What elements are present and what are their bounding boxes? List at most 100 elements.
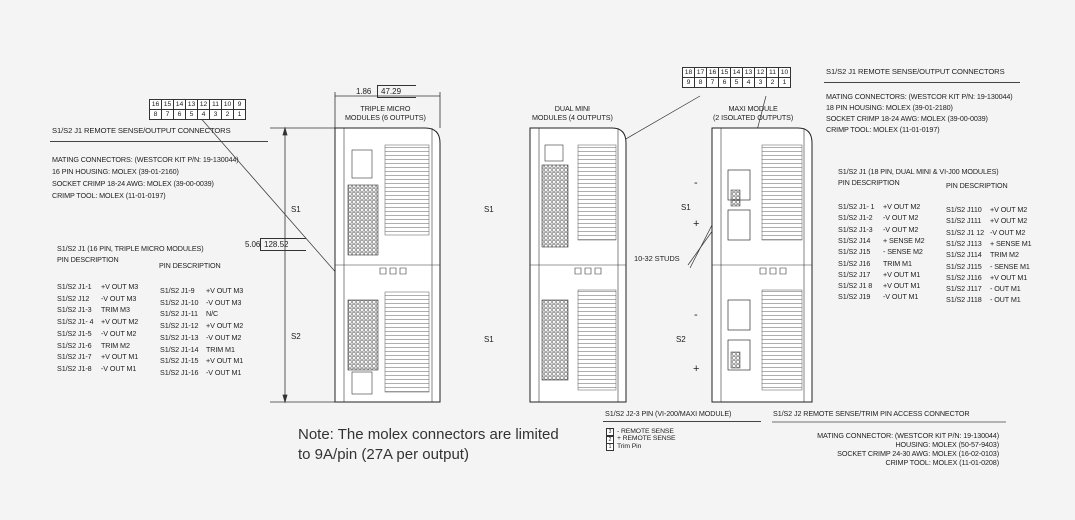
right-block-line-1: MATING CONNECTORS: (WESTCOR KIT P/N: 19-… <box>826 92 1013 101</box>
pin-id: S1/S2 J17 <box>838 269 871 279</box>
pin-row: S1/S2 J1-14 TRIM M1 <box>160 344 235 354</box>
s1-label-dual: S1 <box>484 205 494 214</box>
pin-id: S1/S2 J1-6 <box>57 340 92 350</box>
pin-row: S1/S2 J1-9+V OUT M3 <box>160 287 243 294</box>
pin-row: S1/S2 J17+V OUT M1 <box>838 269 920 279</box>
studs-label: 10-32 STUDS <box>634 254 680 263</box>
pin-row: S1/S2 J14 + SENSE M2 <box>838 235 925 245</box>
right-block-title: S1/S2 J1 REMOTE SENSE/OUTPUT CONNECTORS <box>826 67 1005 76</box>
pin-description: +V OUT M2 <box>101 317 139 327</box>
pin-id: S1/S2 J1-12 <box>160 321 199 331</box>
pin-row: S1/S2 J110+V OUT M2 <box>946 206 1027 213</box>
pin-id: S1/S2 J114 <box>946 250 982 260</box>
pin-description: -V OUT M1 <box>883 292 919 302</box>
leader-lines <box>183 95 767 301</box>
plus-label-top: + <box>693 218 700 230</box>
pin-id: S1/S2 J1- 1 <box>838 202 875 211</box>
pin-id: S1/S2 J1-14 <box>160 344 199 354</box>
right-block-title-underline <box>824 82 1020 83</box>
pin-row: S1/S2 J115- SENSE M1 <box>946 261 1030 271</box>
pin-description: TRIM M2 <box>990 250 1019 260</box>
pin-row: S1/S2 J1-7+V OUT M1 <box>57 353 138 360</box>
pin-id: S1/S2 J1- 4 <box>57 317 94 327</box>
left-col-head-1: PIN DESCRIPTION <box>57 255 119 264</box>
pin-row: S1/S2 J118- OUT M1 <box>946 295 1021 305</box>
pin-id: S1/S2 J1 8 <box>838 281 873 291</box>
j2-access-line-1: MATING CONNECTOR: (WESTCOR KIT P/N: 19-1… <box>817 431 999 440</box>
pin-description: TRIM M3 <box>101 305 130 315</box>
maxi-module-label: MAXI MODULE (2 ISOLATED OUTPUTS) <box>713 104 794 123</box>
pin-id: S1/S2 J1-8 <box>57 363 92 373</box>
pin-row: S1/S2 J1-13-V OUT M2 <box>160 332 241 342</box>
width-inches: 1.86 <box>356 87 372 96</box>
left-block-title: S1/S2 J1 REMOTE SENSE/OUTPUT CONNECTORS <box>52 126 231 135</box>
j2-pin-label: - REMOTE SENSE <box>617 427 674 435</box>
pin-description: +V OUT M1 <box>101 352 139 362</box>
triple-micro-module-drawing <box>334 127 441 403</box>
pin-row: S1/S2 J1-3-V OUT M2 <box>838 224 918 234</box>
pin-id: S1/S2 J1-3 <box>57 305 92 315</box>
pin-description: +V OUT M1 <box>990 272 1028 282</box>
j2-title: S1/S2 J2-3 PIN (VI-200/MAXI MODULE) <box>605 409 732 418</box>
pin-description: TRIM M1 <box>206 344 235 354</box>
pin-row: S1/S2 J113+ SENSE M1 <box>946 240 1032 247</box>
pin-id: S1/S2 J1-15 <box>160 356 199 366</box>
pin-id: S1/S2 J1-13 <box>160 332 199 342</box>
pin-row: S1/S2 J1- 4 +V OUT M2 <box>57 317 138 327</box>
pin-id: S1/S2 J111 <box>946 216 982 226</box>
pin-row: S1/S2 J1-1+V OUT M3 <box>57 283 138 290</box>
right-block-line-2: 18 PIN HOUSING: MOLEX (39-01-2180) <box>826 103 953 112</box>
pin-description: -V OUT M2 <box>101 328 137 338</box>
pin-row: S1/S2 J116+V OUT M1 <box>946 274 1027 281</box>
j2-pin-label: Trim Pin <box>617 442 642 450</box>
j2-pin-number: 1 <box>606 443 614 451</box>
left-block-title-underline <box>50 141 268 142</box>
pin-description: N/C <box>206 309 219 319</box>
dual-mini-module-drawing <box>529 127 627 403</box>
pin-row: S1/S2 J117- OUT M1 <box>946 285 1021 292</box>
pin-row: S1/S2 J111+V OUT M2 <box>946 216 1027 226</box>
pin-row: S1/S2 J19 -V OUT M1 <box>838 292 918 302</box>
right-col-head-2: PIN DESCRIPTION <box>946 181 1008 190</box>
j2-title-underline <box>603 421 761 422</box>
pin-description: -V OUT M2 <box>990 227 1026 237</box>
pin-row: S1/S2 J1 12-V OUT M2 <box>946 228 1025 235</box>
pin-description: TRIM M2 <box>101 340 130 350</box>
pin-id: S1/S2 J1-2 <box>838 213 873 223</box>
j2-access-line-4: CRIMP TOOL: MOLEX (11-01-0208) <box>885 458 999 467</box>
right-block-line-3: SOCKET CRIMP 18-24 AWG: MOLEX (39-00-003… <box>826 114 988 123</box>
right-pin-title: S1/S2 J1 (18 PIN, DUAL MINI & VI-J00 MOD… <box>838 167 999 176</box>
width-mm: 47.29 <box>377 85 416 98</box>
left-col-head-2: PIN DESCRIPTION <box>159 261 221 270</box>
pin-row: S1/S2 J1-10-V OUT M3 <box>160 298 241 305</box>
pin-row: S1/S2 J1-5-V OUT M2 <box>57 330 136 337</box>
pin-id: S1/S2 J118 <box>946 295 982 305</box>
pin-row: S1/S2 J1-2 -V OUT M2 <box>838 213 918 223</box>
pin-description: + SENSE M2 <box>883 235 925 245</box>
pin-id: S1/S2 J15 <box>838 247 871 257</box>
pin-description: -V OUT M3 <box>101 293 137 303</box>
pin-description: +V OUT M3 <box>101 282 139 291</box>
dual-mini-label: DUAL MINI MODULES (4 OUTPUTS) <box>532 104 613 123</box>
pin-id: S1/S2 J115 <box>946 261 982 271</box>
pin-description: +V OUT M1 <box>883 281 921 291</box>
right-col-head-1: PIN DESCRIPTION <box>838 178 900 187</box>
pin-description: -V OUT M2 <box>883 213 919 223</box>
pin-description: - OUT M1 <box>990 284 1021 294</box>
pin-description: +V OUT M2 <box>990 205 1028 214</box>
pin-id: S1/S2 J1-3 <box>838 224 873 234</box>
pin-row: S1/S2 J1-8-V OUT M1 <box>57 363 136 373</box>
s1-label-dual-lower: S1 <box>484 335 494 344</box>
pin-row: S1/S2 J1-12+V OUT M2 <box>160 321 243 331</box>
height-dimension <box>270 126 335 404</box>
pin-id: S1/S2 J19 <box>838 292 871 302</box>
j2-access-line-3: SOCKET CRIMP 24-30 AWG: MOLEX (16-02-010… <box>837 449 999 458</box>
height-inches: 5.06 <box>245 240 261 249</box>
pin-id: S1/S2 J14 <box>838 235 871 245</box>
